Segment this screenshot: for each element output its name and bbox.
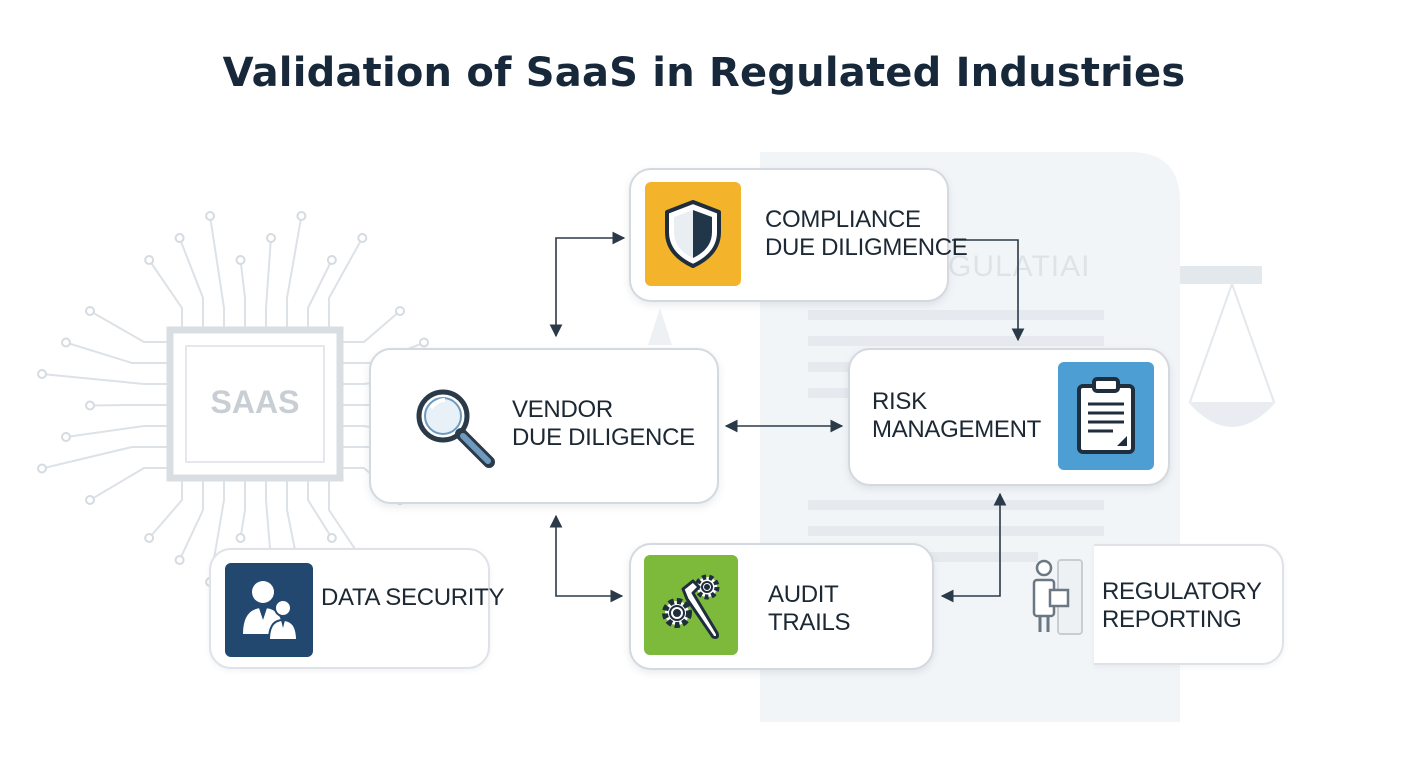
audit-icon-tile <box>644 555 738 655</box>
circuit-node <box>37 463 47 474</box>
circuit-node <box>144 255 155 265</box>
page-title: Validation of SaaS in Regulated Industri… <box>222 50 1186 96</box>
scale-of-justice <box>1180 266 1276 427</box>
clipboard-icon <box>1077 377 1135 454</box>
gears-wrench-icon <box>662 574 720 639</box>
background-triangle <box>648 308 672 345</box>
circuit-node <box>85 495 95 505</box>
circuit-trace <box>178 237 204 330</box>
circuit-trace <box>340 310 401 343</box>
circuit-node <box>419 337 429 348</box>
arrow-risk-audit <box>940 492 1007 603</box>
circuit-node <box>265 233 276 243</box>
audit-label: AUDIT TRAILS <box>768 581 851 636</box>
magnifier-icon <box>416 389 495 468</box>
arrow-compliance-risk <box>952 239 1025 342</box>
circuit-trace <box>239 478 246 539</box>
risk-icon-tile <box>1058 362 1154 470</box>
circuit-trace <box>307 259 333 330</box>
arrow-vendor-compliance <box>549 231 626 338</box>
circuit-node <box>395 306 405 316</box>
saas-chip <box>37 211 453 587</box>
circuit-trace <box>239 259 246 330</box>
circuit-node <box>61 337 71 348</box>
compliance-due-diligence-card[interactable]: COMPLIANCE DUE DILIGMENCE <box>629 168 968 302</box>
circuit-trace <box>89 404 170 407</box>
circuit-trace <box>89 467 170 501</box>
circuit-trace <box>89 310 170 343</box>
circuit-trace <box>65 341 170 364</box>
circuit-node <box>61 432 71 442</box>
vendor-due-diligence-card[interactable]: VENDOR DUE DILIGENCE <box>369 348 719 504</box>
circuit-node <box>357 233 368 243</box>
circuit-node <box>326 255 337 265</box>
vendor-label: VENDOR DUE DILIGENCE <box>512 396 695 451</box>
circuit-trace <box>148 478 183 539</box>
circuit-trace <box>328 478 364 561</box>
data-security-icon-tile <box>225 563 313 657</box>
circuit-node <box>144 533 155 543</box>
circuit-trace <box>286 215 303 330</box>
circuit-trace <box>265 237 272 330</box>
circuit-trace <box>265 478 272 561</box>
circuit-node <box>296 211 307 221</box>
circuit-node <box>85 400 95 411</box>
data-security-card[interactable]: DATA SECURITY <box>209 548 505 669</box>
regulatory-reporting-card[interactable]: REGULATORY REPORTING <box>1094 544 1284 665</box>
circuit-trace <box>328 237 364 330</box>
compliance-icon-tile <box>645 182 741 286</box>
circuit-node <box>174 233 185 243</box>
arrow-vendor-audit <box>549 514 624 603</box>
circuit-node <box>85 306 95 316</box>
circuit-node <box>235 533 246 543</box>
circuit-node <box>235 255 246 265</box>
circuit-node <box>326 533 337 543</box>
circuit-trace <box>209 215 225 330</box>
compliance-label: COMPLIANCE DUE DILIGMENCE <box>765 206 968 261</box>
risk-label: RISK MANAGEMENT <box>872 388 1042 443</box>
circuit-trace <box>148 259 183 330</box>
data-security-label: DATA SECURITY <box>321 584 505 611</box>
circuit-trace <box>178 478 204 561</box>
circuit-trace <box>65 425 170 438</box>
circuit-trace <box>307 478 333 539</box>
circuit-node <box>205 211 216 221</box>
shield-icon <box>665 200 721 268</box>
saas-chip-label: SAAS <box>210 384 300 420</box>
audit-trails-card[interactable]: AUDIT TRAILS <box>629 543 934 670</box>
circuit-node <box>37 369 47 379</box>
circuit-trace <box>41 373 170 385</box>
risk-management-card[interactable]: RISK MANAGEMENT <box>848 348 1170 486</box>
circuit-node <box>174 555 185 565</box>
users-icon <box>243 581 299 641</box>
person-document-icon <box>1032 559 1083 635</box>
regulatory-label: REGULATORY REPORTING <box>1102 578 1262 633</box>
circuit-trace <box>41 446 170 470</box>
